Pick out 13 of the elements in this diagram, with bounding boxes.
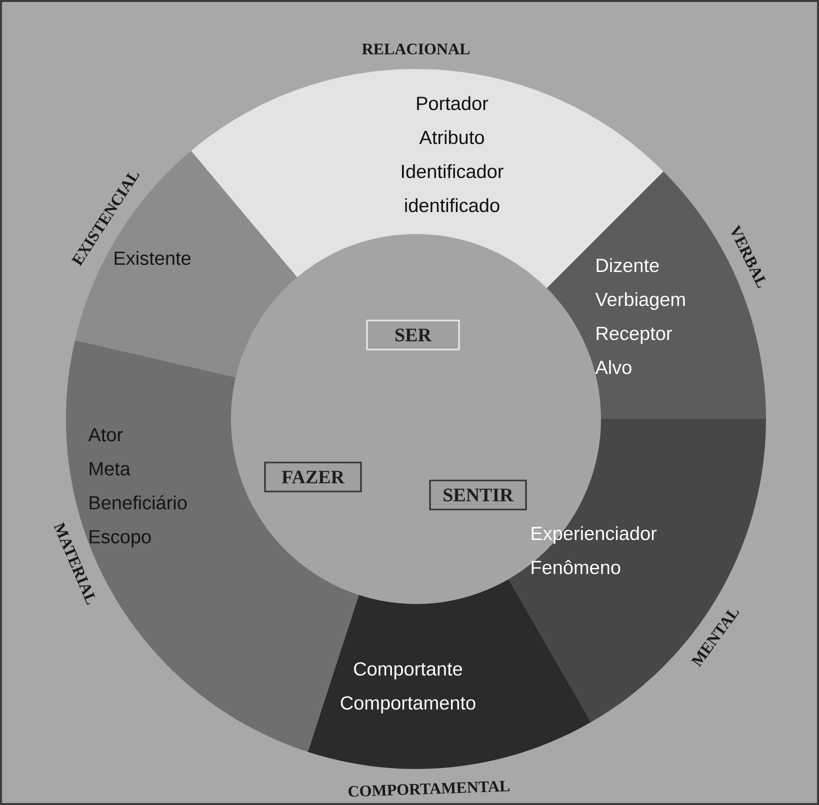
ring-segment [191,44,664,288]
process-label: RELACIONAL [362,44,470,54]
label-box: FAZER [264,462,362,492]
process-label: COMPORTAMENTAL [348,780,510,797]
role-list: Experienciador Fenômeno [532,526,657,574]
role-list: Portador Atributo Identificador identificado [402,96,504,212]
label-box: SER [366,320,460,350]
ring-segment [308,579,591,797]
label-box: SENTIR [429,480,527,510]
role-list: Dizente Verbiagem Receptor Alvo [595,258,685,374]
role-list: Comportante Comportamento [340,662,476,714]
ring-segment [71,150,298,378]
ring-segment [546,172,766,419]
